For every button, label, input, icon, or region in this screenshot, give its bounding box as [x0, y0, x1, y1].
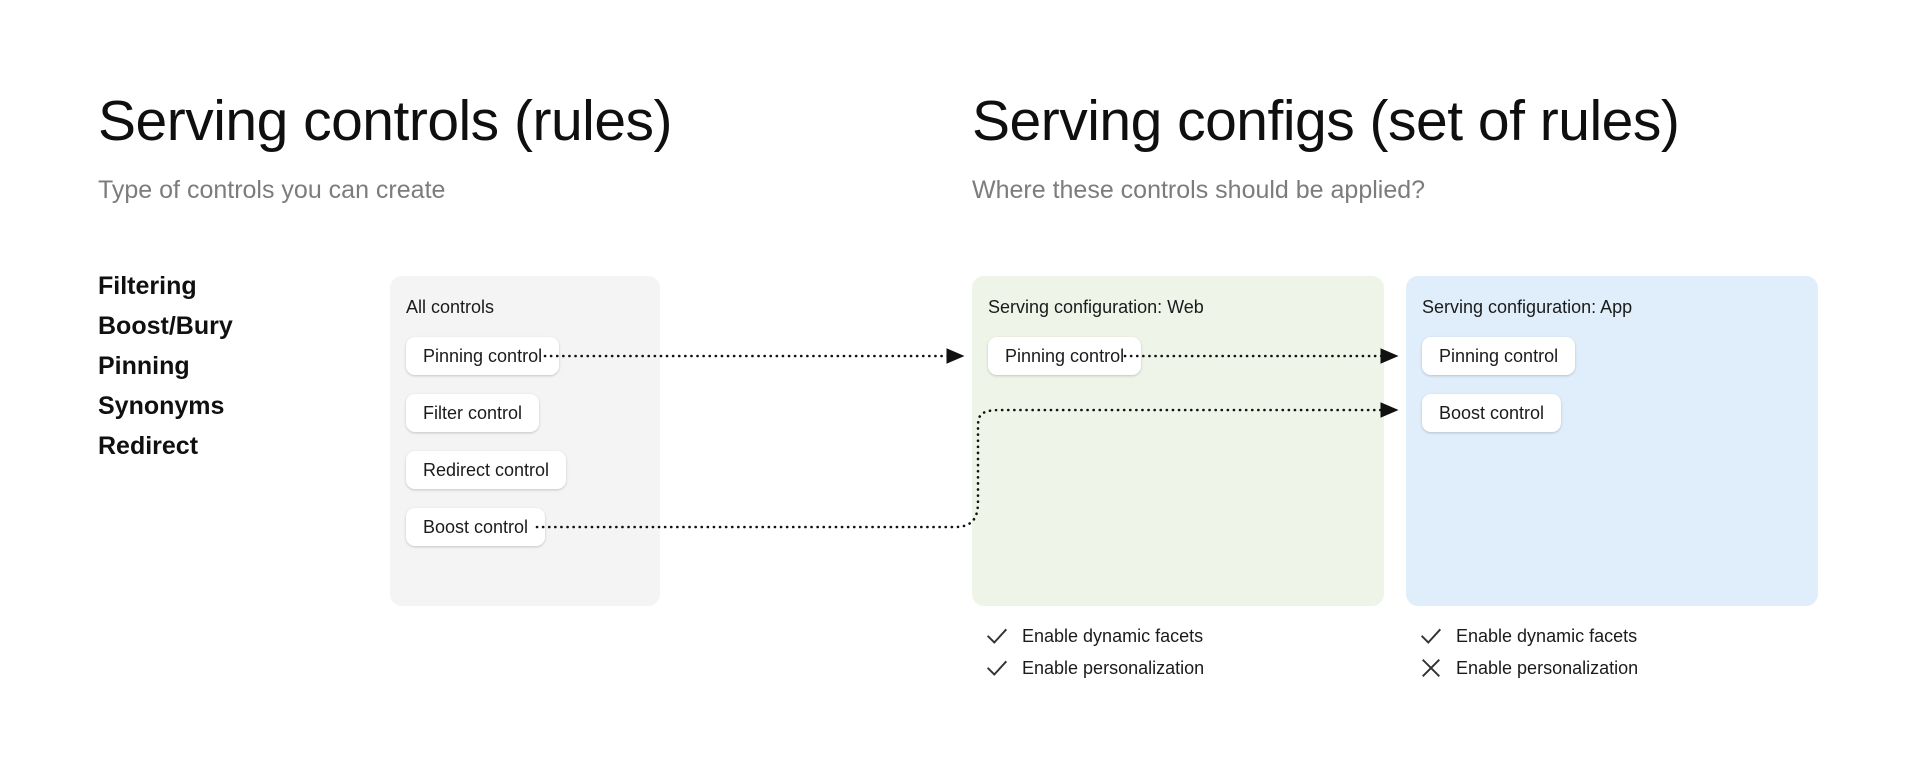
control-type-item: Pinning: [98, 352, 190, 380]
panel-web-config: Serving configuration: Web Pinning contr…: [972, 276, 1384, 606]
feature-row: Enable personalization: [984, 652, 1204, 684]
right-column-subtitle: Where these controls should be applied?: [972, 176, 1426, 204]
chip-app-boost-control[interactable]: Boost control: [1422, 394, 1562, 432]
feature-row: Enable dynamic facets: [1418, 620, 1638, 652]
control-type-item: Synonyms: [98, 392, 225, 420]
feature-label: Enable personalization: [1456, 657, 1639, 678]
feature-label: Enable dynamic facets: [1022, 625, 1204, 646]
cross-icon: [1422, 659, 1440, 677]
check-icon: [1420, 628, 1442, 644]
left-column-subtitle: Type of controls you can create: [98, 176, 446, 204]
feature-row: Enable personalization: [1418, 652, 1638, 684]
feature-row: Enable dynamic facets: [984, 620, 1204, 652]
panel-app-config: Serving configuration: App Pinning contr…: [1406, 276, 1818, 606]
panel-web-config-title: Serving configuration: Web: [988, 297, 1204, 317]
check-icon: [986, 628, 1008, 644]
panel-app-config-title: Serving configuration: App: [1422, 297, 1633, 317]
feature-label: Enable dynamic facets: [1456, 625, 1638, 646]
control-type-item: Boost/Bury: [98, 312, 233, 340]
control-type-item: Redirect: [98, 432, 199, 460]
right-column-title: Serving configs (set of rules): [972, 89, 1680, 153]
app-config-feature-list: Enable dynamic facets Enable personaliza…: [1418, 620, 1638, 684]
panel-all-controls-title: All controls: [406, 297, 495, 317]
chip-redirect-control[interactable]: Redirect control: [406, 451, 567, 489]
chip-pinning-control[interactable]: Pinning control: [406, 337, 560, 375]
feature-label: Enable personalization: [1022, 657, 1205, 678]
panel-all-controls: All controls Pinning control Filter cont…: [390, 276, 660, 606]
chip-app-pinning-control[interactable]: Pinning control: [1422, 337, 1576, 375]
left-column-title: Serving controls (rules): [98, 89, 673, 153]
chip-boost-control[interactable]: Boost control: [406, 508, 546, 546]
web-config-feature-list: Enable dynamic facets Enable personaliza…: [984, 620, 1204, 684]
check-icon: [986, 660, 1008, 676]
control-types-list: Filtering Boost/Bury Pinning Synonyms Re…: [98, 266, 233, 466]
control-type-item: Filtering: [98, 272, 197, 300]
chip-filter-control[interactable]: Filter control: [406, 394, 540, 432]
chip-web-pinning-control[interactable]: Pinning control: [988, 337, 1142, 375]
